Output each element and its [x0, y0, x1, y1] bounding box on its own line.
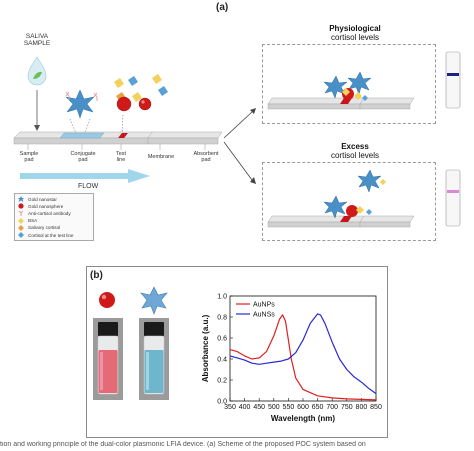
arrow-to-physiological: [223, 111, 253, 139]
membrane-label: Membrane: [146, 154, 176, 160]
series-line-aunss: [229, 313, 377, 395]
excess-subtitle: cortisol levels: [330, 151, 379, 161]
conjugate-pad-line2: pad: [78, 157, 88, 164]
legend-box: [14, 193, 94, 241]
x-tick-label: 700: [326, 404, 338, 411]
figure-caption: tion and working principle of the dual-c…: [0, 441, 366, 448]
y-tick-label: 0.6: [217, 336, 227, 343]
test-line-label: Test line: [110, 151, 132, 164]
physiological-strip: [267, 97, 415, 110]
test-line-line2: line: [116, 157, 126, 164]
legend-label-aunss: AuNSs: [253, 312, 275, 319]
flow-label: FLOW: [78, 183, 99, 190]
x-tick-label: 650: [312, 404, 324, 411]
y-tick-label: 1.0: [217, 294, 227, 301]
x-tick-label: 400: [239, 404, 251, 411]
physiological-subtitle: cortisol levels: [330, 33, 379, 43]
y-axis-title: Absorbance (a.u.): [201, 314, 210, 382]
absorbent-pad-line1: Absorbent: [193, 151, 219, 157]
legend-item: Cortisol at the test line: [18, 232, 73, 238]
auns-star-icon: [140, 286, 168, 315]
legend-item: Gold nanosphere: [18, 203, 63, 209]
physio-star-1: [323, 75, 348, 99]
excess-header: Excess cortisol levels: [300, 142, 410, 160]
saliva-sample-line2: SAMPLE: [23, 40, 51, 48]
x-axis-title: Wavelength (nm): [271, 414, 335, 423]
saliva-sample-line1: SALIVA: [25, 33, 49, 40]
x-tick-label: 850: [370, 404, 382, 411]
physio-cassette: [445, 51, 461, 109]
x-tick-label: 500: [268, 404, 280, 411]
legend-item: BSA: [18, 217, 38, 224]
absorbent-pad-line2: pad: [201, 157, 211, 164]
legend-item: Salivary cortisol: [18, 224, 61, 231]
physiological-title: Physiological: [329, 24, 381, 33]
star-icon: [18, 196, 24, 202]
legend-label: Anti-cortisol antibody: [28, 210, 71, 216]
sphere-icon: [18, 203, 24, 209]
cortisol-icon: [18, 224, 24, 231]
panel-b-frame: [86, 266, 388, 438]
saliva-sample-label: SALIVA SAMPLE: [20, 33, 54, 48]
flow-arrow: [20, 169, 150, 183]
nanosphere-conjugate-icon: [116, 96, 132, 112]
legend-label: Salivary cortisol: [28, 225, 61, 231]
absorbent-pad-label: Absorbent pad: [192, 151, 220, 164]
antibody-icon: [18, 211, 24, 217]
bsa-icon: [18, 217, 24, 224]
x-tick-label: 350: [224, 404, 236, 411]
physiological-box: [262, 44, 436, 124]
arrow-to-excess: [223, 141, 253, 181]
series-line-aunps: [229, 314, 377, 401]
physio-band: [447, 73, 459, 76]
x-tick-label: 750: [341, 404, 353, 411]
x-tick-label: 450: [253, 404, 265, 411]
antibody-icons: [65, 91, 98, 101]
x-tick-label: 600: [297, 404, 309, 411]
legend-item: Anti-cortisol antibody: [18, 210, 71, 217]
membrane-line: Membrane: [147, 154, 175, 160]
panel-b-label: (b): [90, 270, 103, 281]
saliva-drop-icon: [27, 56, 47, 86]
excess-star-free: [357, 169, 382, 193]
x-tick-label: 800: [356, 404, 368, 411]
test-line-cortisol-icon: [18, 232, 24, 238]
panel-a-scheme: [13, 51, 461, 228]
legend-label: Gold nanosphere: [28, 203, 64, 209]
y-tick-label: 0.4: [217, 357, 227, 364]
y-tick-label: 0.8: [217, 315, 227, 322]
panel-a-label: (a): [216, 2, 229, 13]
legend-label: Cortisol at the test line: [28, 232, 74, 238]
physiological-header: Physiological cortisol levels: [300, 24, 410, 42]
vial-liquid-red: [98, 350, 118, 393]
legend-label: BSA: [28, 218, 38, 224]
test-line-line1: Test: [115, 151, 127, 157]
excess-cassette: [445, 169, 461, 227]
leaf-icon: [33, 71, 42, 79]
y-tick-label: 0.2: [217, 378, 227, 385]
sample-pad-line1: Sample: [19, 151, 39, 157]
sample-pad-line2: pad: [24, 157, 34, 164]
plot-frame: [229, 295, 377, 402]
legend-item: Gold nanostar: [18, 196, 57, 202]
conjugate-pad-label: Conjugate pad: [68, 151, 98, 164]
excess-box: [262, 162, 436, 241]
excess-strip: [267, 215, 415, 228]
x-tick-label: 550: [283, 404, 295, 411]
excess-title: Excess: [341, 142, 369, 151]
y-tick-label: 0.0: [217, 399, 227, 406]
legend-label-aunps: AuNPs: [253, 302, 275, 309]
legend-label: Gold nanostar: [28, 196, 57, 202]
sample-pad-label: Sample pad: [16, 151, 42, 164]
excess-band: [447, 190, 459, 193]
conjugate-pad-line1: Conjugate: [70, 151, 96, 157]
vial-liquid-blue: [144, 350, 164, 393]
lfia-strip: [13, 131, 223, 145]
excess-sphere: [346, 205, 358, 217]
excess-star-bound: [323, 195, 348, 219]
